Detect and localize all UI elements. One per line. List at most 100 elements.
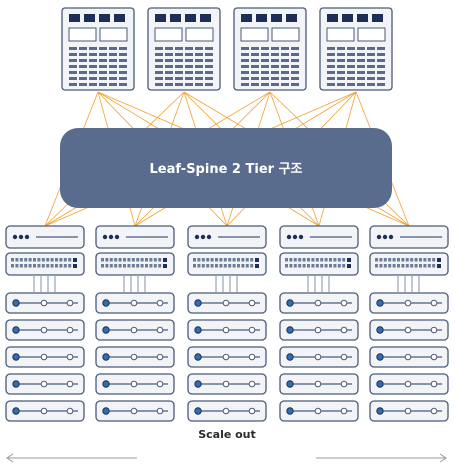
spine-port [261,77,269,80]
leaf-port [427,258,431,262]
server-power-dot [102,380,110,388]
server-knob [340,380,348,388]
server-power-dot [286,353,294,361]
spine-port [337,71,345,74]
server-knob [222,380,230,388]
leaf-port [232,258,236,262]
leaf-port [302,258,306,262]
server-knob [66,380,74,388]
leaf-port [19,264,23,268]
leaf-port [201,264,205,268]
spine-port [185,77,193,80]
spine-port [261,53,269,56]
leaf-port [419,264,422,268]
leaf-port [423,264,427,268]
fabric-band [60,128,392,208]
spine-port [119,59,127,62]
spine-port [109,71,117,74]
leaf-port [114,258,118,262]
leaf-port [329,264,332,268]
leaf-indicator-dot [206,234,212,240]
server-knob [156,407,164,415]
server-knob [314,353,322,361]
leaf-port [289,264,293,268]
fabric-label: Leaf-Spine 2 Tier 구조 [150,162,303,177]
spine-port [69,71,77,74]
spine-port [291,53,299,56]
spine-status-block [327,14,338,22]
spine-port [271,77,279,80]
spine-port [261,71,269,74]
spine-port [347,83,355,86]
spine-port [327,77,335,80]
spine-port [185,71,193,74]
server-knob [40,407,48,415]
spine-port [357,77,365,80]
spine-port [195,53,203,56]
leaf-port [333,264,337,268]
spine-port [357,59,365,62]
server-knob [130,326,138,334]
server-knob [404,299,412,307]
leaf-port [201,258,205,262]
spine-port [281,59,289,62]
spine-port [69,65,77,68]
spine-port [367,71,375,74]
spine-status-block [342,14,353,22]
leaf-port [193,264,196,268]
spine-port [251,77,259,80]
spine-port [99,71,107,74]
leaf-port [285,258,288,262]
spine-port [205,83,213,86]
leaf-port [50,258,54,262]
server-knob [222,326,230,334]
spine-port [367,83,375,86]
server-power-dot [12,326,20,334]
leaf-port [293,264,297,268]
leaf-port [11,264,14,268]
leaf-port [379,264,383,268]
leaf-port [215,258,218,262]
spine-port [99,77,107,80]
spine-port [119,53,127,56]
leaf-port [127,258,131,262]
leaf-port [410,264,414,268]
spine-port [281,77,289,80]
spine-port [291,77,299,80]
leaf-port [375,264,378,268]
leaf-port [131,264,135,268]
spine-port [251,47,259,50]
server-knob [156,353,164,361]
server-knob [156,299,164,307]
spine-port [337,53,345,56]
leaf-port [219,264,223,268]
spine-status-block [155,14,166,22]
spine-status-block [200,14,211,22]
spine-port [175,53,183,56]
spine-port [347,71,355,74]
server-knob [130,353,138,361]
spine-port [165,83,173,86]
server-power-dot [286,326,294,334]
spine-port [109,47,117,50]
spine-port [241,65,249,68]
leaf-port [414,264,418,268]
leaf-port [15,258,19,262]
leaf-port [219,258,223,262]
spine-port [119,47,127,50]
spine-port [251,71,259,74]
server-power-dot [194,380,202,388]
server-knob [314,407,322,415]
leaf-port [33,264,36,268]
leaf-switches [5,225,449,422]
leaf-port [293,258,297,262]
leaf-port [342,264,346,268]
spine-port [347,77,355,80]
spine-port [99,65,107,68]
leaf-port [114,264,118,268]
leaf-port [311,264,315,268]
server-power-dot [194,407,202,415]
leaf-indicator-dot [114,234,120,240]
leaf-port [210,264,214,268]
leaf-port [50,264,54,268]
